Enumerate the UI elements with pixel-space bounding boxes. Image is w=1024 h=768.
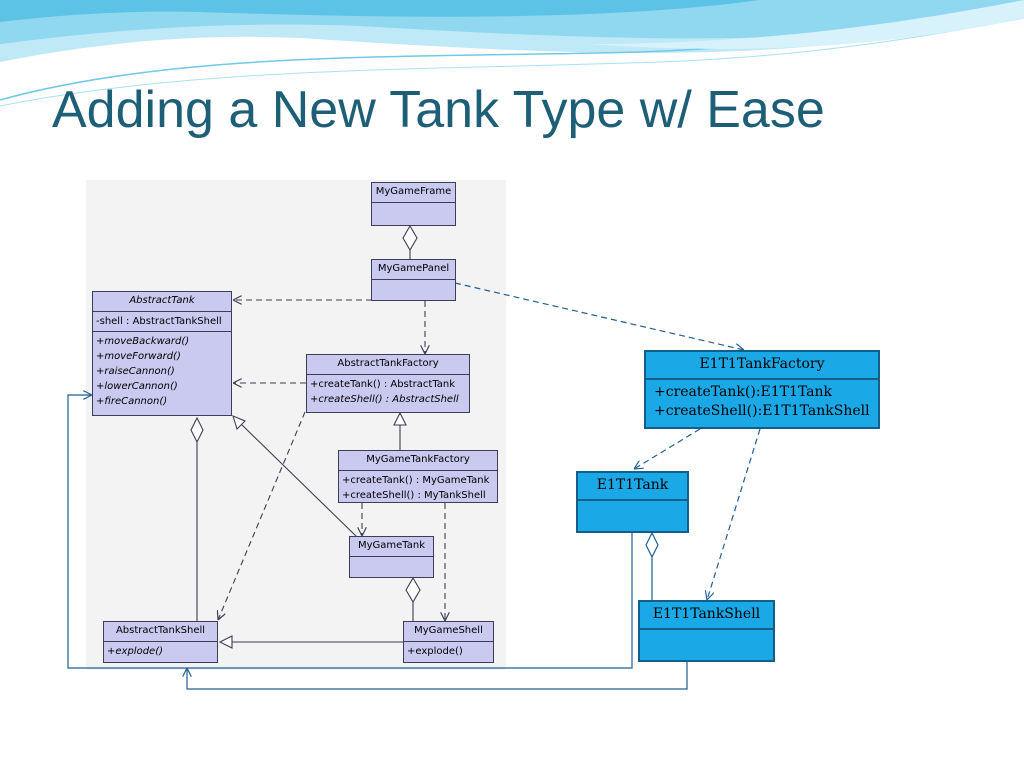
class-name: MyGamePanel xyxy=(372,260,455,280)
attributes-section: -shell : AbstractTankShell xyxy=(93,312,231,332)
my-game-tank-factory-class[interactable]: MyGameTankFactory +createTank() : MyGame… xyxy=(338,450,498,503)
class-name: MyGameShell xyxy=(404,622,493,642)
method: +createTank():E1T1Tank xyxy=(654,384,833,400)
abstract-tank-factory-class[interactable]: AbstractTankFactory +createTank() : Abst… xyxy=(306,354,470,413)
methods-section: +createTank() : MyGameTank +createShell(… xyxy=(339,471,497,505)
method: +createShell() : AbstractShell xyxy=(310,394,459,405)
e1t1-tank-shell-composition xyxy=(645,531,659,600)
e1t1-tank-shell-class[interactable]: E1T1TankShell xyxy=(638,600,775,662)
tank-inheritance xyxy=(232,415,358,538)
methods-section: +moveBackward() +moveForward() +raiseCan… xyxy=(93,332,231,411)
panel-frame-composition xyxy=(402,224,418,260)
e1t1-factory-creates-shell xyxy=(707,428,761,600)
e1t1-shell-extends-abstract-shell xyxy=(187,662,688,690)
my-tank-shell-composition xyxy=(405,576,421,622)
my-game-panel-class[interactable]: MyGamePanel xyxy=(371,259,456,301)
class-name: AbstractTank xyxy=(93,292,231,312)
methods-section: +explode() xyxy=(104,642,217,661)
abstract-tank-class[interactable]: AbstractTank -shell : AbstractTankShell … xyxy=(92,291,232,416)
class-name: E1T1TankFactory xyxy=(646,352,878,380)
methods-section: +explode() xyxy=(404,642,493,661)
class-name: MyGameTankFactory xyxy=(339,451,497,471)
factory-creates-abstract-shell xyxy=(218,411,306,620)
method: +createTank() : MyGameTank xyxy=(342,475,490,486)
method: +lowerCannon() xyxy=(96,381,178,392)
panel-uses-e1t1-factory xyxy=(454,282,744,350)
method: +explode() xyxy=(107,646,163,657)
class-name: E1T1Tank xyxy=(578,473,687,501)
methods-section: +createTank() : AbstractTank +createShel… xyxy=(307,375,469,409)
header-waves xyxy=(0,0,1024,107)
tank-shell-composition xyxy=(190,416,204,621)
class-name: MyGameFrame xyxy=(372,183,455,203)
method: +explode() xyxy=(407,646,463,657)
method: +fireCannon() xyxy=(96,396,168,407)
method: +moveBackward() xyxy=(96,336,190,347)
method: +createShell():E1T1TankShell xyxy=(654,403,870,419)
shell-inheritance xyxy=(218,635,403,649)
class-name: E1T1TankShell xyxy=(640,602,773,630)
methods-section: +createTank():E1T1Tank +createShell():E1… xyxy=(646,380,878,424)
method: +raiseCannon() xyxy=(96,366,175,377)
method: +createShell() : MyTankShell xyxy=(342,490,486,501)
e1t1-tank-factory-class[interactable]: E1T1TankFactory +createTank():E1T1Tank +… xyxy=(644,350,880,429)
class-name: AbstractTankShell xyxy=(104,622,217,642)
e1t1-factory-creates-tank xyxy=(634,428,701,469)
e1t1-tank-extends-abstract-tank xyxy=(67,395,633,669)
method: +moveForward() xyxy=(96,351,181,362)
abstract-tank-shell-class[interactable]: AbstractTankShell +explode() xyxy=(103,621,218,663)
my-game-frame-class[interactable]: MyGameFrame xyxy=(371,182,456,226)
slide-title: Adding a New Tank Type w/ Ease xyxy=(52,81,825,139)
class-name: AbstractTankFactory xyxy=(307,355,469,375)
my-game-tank-class[interactable]: MyGameTank xyxy=(349,536,434,578)
e1t1-tank-class[interactable]: E1T1Tank xyxy=(576,471,689,533)
factory-inheritance xyxy=(393,411,407,450)
attribute: -shell : AbstractTankShell xyxy=(96,316,222,327)
method: +createTank() : AbstractTank xyxy=(310,379,456,390)
my-game-shell-class[interactable]: MyGameShell +explode() xyxy=(403,621,494,663)
class-name: MyGameTank xyxy=(350,537,433,557)
